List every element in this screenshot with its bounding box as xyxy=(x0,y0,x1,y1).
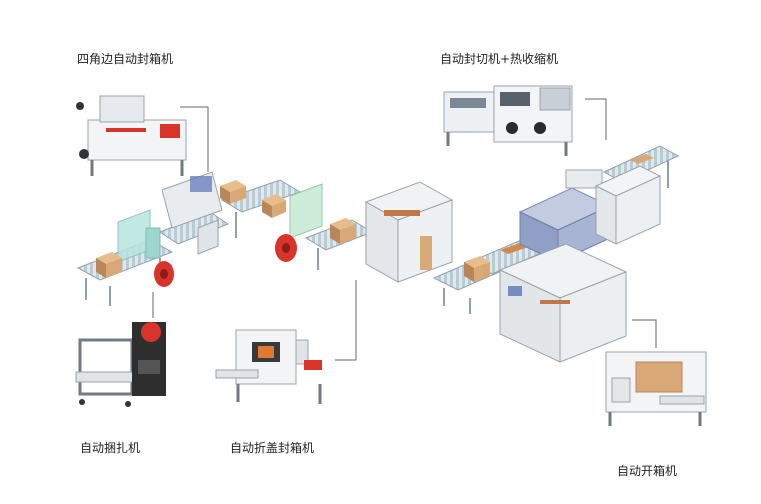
four-corner-sealer-machine xyxy=(76,95,187,176)
label-auto-strapping: 自动捆扎机 xyxy=(80,441,141,455)
sealer-shrink-machine xyxy=(443,85,573,156)
label-auto-fold-sealer: 自动折盖封箱机 xyxy=(230,441,315,455)
box-5 xyxy=(464,256,490,282)
inline-strapping-machine xyxy=(117,209,174,287)
callout-lines xyxy=(152,98,657,361)
box-3 xyxy=(262,194,286,218)
inline-fold-sealer xyxy=(364,181,454,283)
box-2 xyxy=(220,180,246,204)
case-erector-machine xyxy=(605,351,707,426)
box-4 xyxy=(330,218,356,244)
inline-four-corner-sealer xyxy=(161,171,223,255)
fold-sealer-machine xyxy=(215,329,322,404)
box-1 xyxy=(96,252,122,278)
inline-strapping-machine-2 xyxy=(275,183,323,262)
strapping-machine xyxy=(75,322,166,407)
inline-sealer-cutter xyxy=(594,154,662,245)
label-auto-erector: 自动开箱机 xyxy=(617,464,678,478)
label-four-corner-sealer: 四角边自动封箱机 xyxy=(77,52,174,66)
inline-case-erector xyxy=(498,243,628,363)
label-auto-sealer-shrink: 自动封切机+热收缩机 xyxy=(440,52,559,66)
